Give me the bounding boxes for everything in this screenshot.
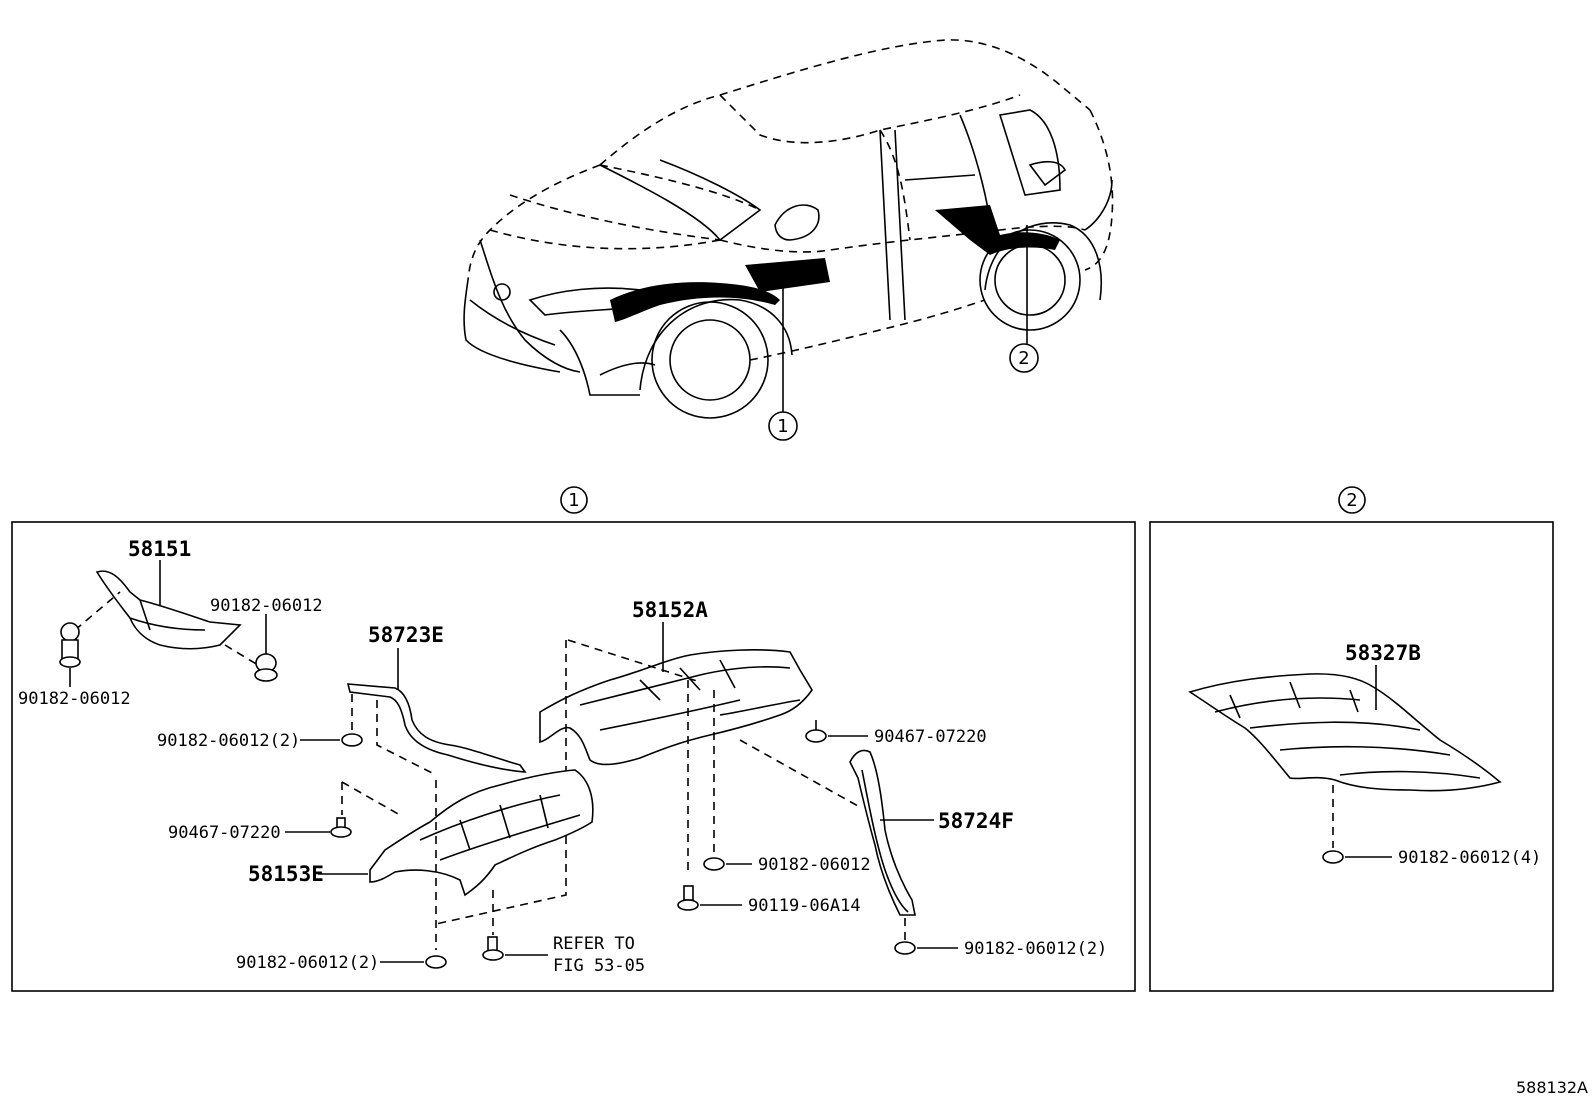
fastener-58152A-right-label: 90467-07220 xyxy=(874,727,987,747)
section-2-marker: 2 xyxy=(1346,490,1357,511)
clip-58153E-bottom xyxy=(425,955,447,969)
refer-to-line1: REFER TO xyxy=(553,934,635,954)
part-58152A-shape xyxy=(539,649,813,766)
fastener-58151-right-label: 90182-06012 xyxy=(210,596,323,616)
refer-to-line2: FIG 53-05 xyxy=(553,956,645,976)
part-58723E-label: 58723E xyxy=(368,623,444,647)
fastener-58153E-bottom-label: 90182-06012(2) xyxy=(236,953,379,973)
clip-58724F-bottom xyxy=(894,941,916,955)
bolt-58153E-top xyxy=(330,817,352,838)
fastener-58151-left-label: 90182-06012 xyxy=(18,689,131,709)
fastener-58153E-top-label: 90467-07220 xyxy=(168,823,281,843)
part-58152A-label: 58152A xyxy=(632,598,708,622)
part-58724F-label: 58724F xyxy=(938,809,1014,833)
callout-2-circle xyxy=(1009,343,1039,373)
bolt-58152A-right xyxy=(805,729,827,743)
part-58327B-label: 58327B xyxy=(1345,641,1421,665)
front-fender-shade xyxy=(745,258,830,292)
figure-id: 588132A xyxy=(1516,1078,1588,1097)
part-58724F-shape xyxy=(849,749,916,916)
fastener-center-clip-label: 90182-06012 xyxy=(758,855,871,875)
bolt-refer xyxy=(482,936,504,961)
fastener-58723E-label: 90182-06012(2) xyxy=(157,731,300,751)
bolt-center xyxy=(677,885,699,911)
section-1-box xyxy=(11,521,1136,992)
fastener-58724F-bottom-label: 90182-06012(2) xyxy=(964,939,1107,959)
callout-1-label: 1 xyxy=(777,416,788,437)
rear-liner-shade xyxy=(935,205,1060,255)
clip-58327B xyxy=(1322,850,1344,864)
clip-58151-right xyxy=(254,653,278,682)
callout-2-label: 2 xyxy=(1018,348,1029,369)
front-liner-shade xyxy=(610,282,780,322)
vehicle-illustration: 1 2 xyxy=(463,39,1114,441)
part-58723E-shape xyxy=(346,683,527,773)
fastener-58327B-label: 90182-06012(4) xyxy=(1398,848,1541,868)
part-58327B-shape xyxy=(1188,673,1502,792)
callout-1-circle xyxy=(768,411,798,441)
part-58153E-shape xyxy=(369,769,594,897)
clip-58723E xyxy=(341,733,363,747)
section-2-box xyxy=(1149,521,1554,992)
part-58153E-label: 58153E xyxy=(248,862,324,886)
section-2-marker-circle xyxy=(1338,486,1366,514)
clip-58151-left xyxy=(59,622,81,668)
fastener-center-bolt-label: 90119-06A14 xyxy=(748,896,861,916)
part-58151-shape xyxy=(95,570,242,650)
section-1-marker: 1 xyxy=(568,490,579,511)
part-58151-label: 58151 xyxy=(128,537,191,561)
section-1-marker-circle xyxy=(560,486,588,514)
clip-center xyxy=(703,857,725,871)
